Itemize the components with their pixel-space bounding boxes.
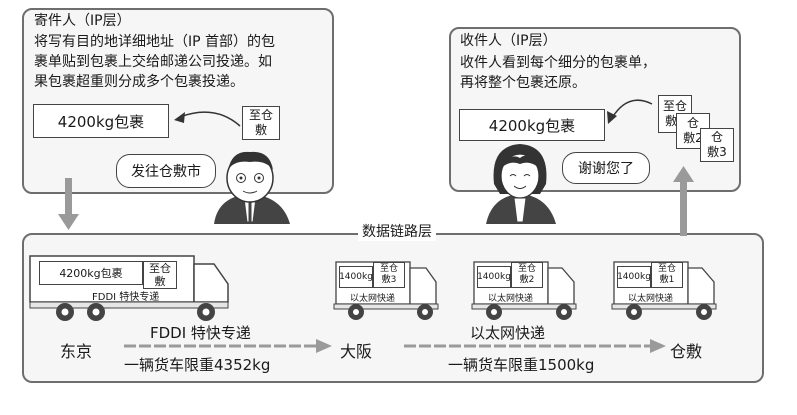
sender-desc-1: 将写有目的地详细地址（IP 首部）的包 (34, 34, 276, 50)
receiver-tag-3: 仓 敷3 (700, 128, 734, 162)
route2-name: 以太网快递 (470, 324, 546, 342)
city-osaka: 大阪 (340, 342, 373, 361)
sender-speech-bubble: 发往仓敷市 (116, 154, 216, 188)
receiver-person-icon (486, 144, 556, 224)
sender-person-icon (214, 151, 290, 224)
up-arrow (673, 166, 694, 236)
city-kurashiki: 仓敷 (670, 342, 703, 361)
down-arrow (58, 178, 79, 230)
route2-limit: 一辆货车限重1500kg (448, 356, 595, 374)
truck-osaka-tag: 至仓 敷3 (373, 262, 405, 288)
sender-address-tag: 至仓 敷 (242, 106, 280, 140)
city-tokyo: 东京 (60, 342, 93, 361)
truck-middle-tag: 至仓 敷2 (511, 262, 543, 288)
route1-limit: 一辆货车限重4352kg (124, 356, 271, 374)
receiver-title: 收件人（IP层） (460, 33, 557, 49)
route-arrow-2 (404, 339, 666, 353)
truck-kurashiki-cargo: 1400kg (617, 266, 651, 288)
datalink-title: 数据链路层 (358, 221, 436, 241)
receiver-desc-1: 收件人看到每个细分的包裹单， (460, 55, 656, 71)
receiver-desc-2: 再将整个包裹还原。 (460, 75, 586, 91)
truck-kurashiki-tag: 至仓 敷1 (651, 262, 683, 288)
route1-name: FDDI 特快专递 (150, 324, 251, 342)
truck-tokyo-cargo: 4200kg包裹 (39, 261, 143, 285)
receiver-speech-bubble: 谢谢您了 (562, 152, 650, 184)
route-arrow-1 (124, 339, 332, 353)
truck-osaka-cargo: 1400kg (339, 266, 373, 288)
receiver-package-box: 4200kg包裹 (459, 109, 605, 141)
sender-package-box: 4200kg包裹 (33, 104, 169, 138)
truck-tokyo-tag: 至仓 敷 (143, 261, 177, 289)
truck-middle-cargo: 1400kg (477, 266, 511, 288)
sender-attach-arrow (179, 111, 241, 127)
receiver-assemble-arrow (611, 99, 653, 119)
truck-tokyo-side: FDDI 特快专递 (92, 292, 160, 303)
truck-kurashiki-side: 以太网快递 (628, 294, 674, 304)
truck-osaka-side: 以太网快递 (350, 294, 396, 304)
sender-title: 寄件人（IP层） (34, 13, 131, 29)
sender-desc-3: 果包裹超重则分成多个包裹投递。 (34, 74, 244, 90)
truck-middle-side: 以太网快递 (488, 294, 534, 304)
sender-desc-2: 裹单贴到包裹上交给邮递公司投递。如 (34, 54, 272, 70)
